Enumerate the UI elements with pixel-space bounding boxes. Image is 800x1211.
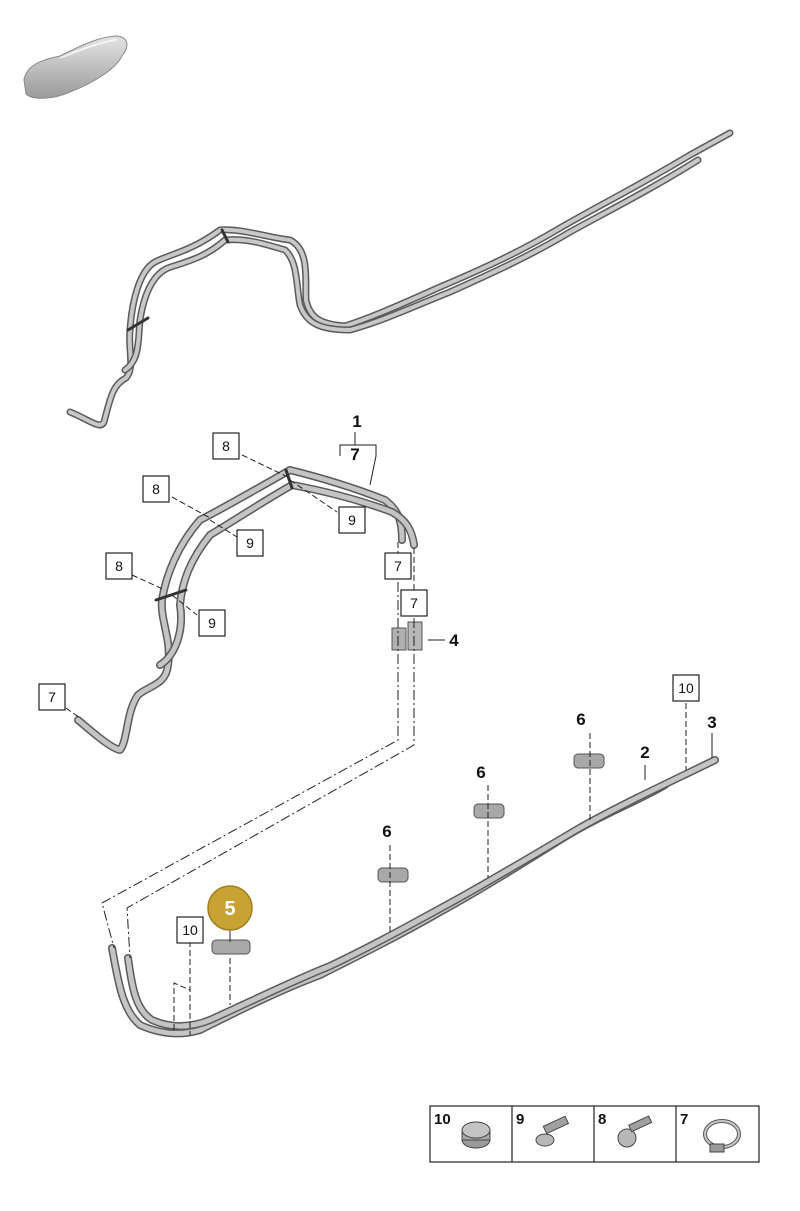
svg-text:8: 8 bbox=[598, 1111, 606, 1128]
callout-box-8-a: 8 bbox=[222, 438, 230, 454]
callout-box-9-a: 9 bbox=[348, 512, 356, 528]
car-silhouette-icon bbox=[23, 35, 128, 99]
callout-2: 2 bbox=[640, 743, 649, 762]
callout-6-a: 6 bbox=[382, 822, 391, 841]
callout-6-c: 6 bbox=[576, 710, 585, 729]
callout-box-9-c: 9 bbox=[208, 615, 216, 631]
callout-box-7-c: 7 bbox=[48, 689, 56, 705]
callout-boxes bbox=[38, 432, 700, 944]
legend-cell-8: 8 bbox=[598, 1111, 653, 1148]
svg-text:10: 10 bbox=[434, 1111, 451, 1128]
callout-3: 3 bbox=[707, 713, 716, 732]
callout-box-10-b: 10 bbox=[182, 922, 198, 938]
callout-5: 5 bbox=[224, 898, 235, 920]
leader-lines bbox=[65, 432, 713, 1035]
bracket-icon bbox=[391, 621, 423, 651]
callout-1: 1 bbox=[352, 412, 361, 431]
grommet-icon bbox=[461, 1121, 491, 1149]
hose-clamp-icon bbox=[703, 1119, 741, 1153]
callout-box-8-b: 8 bbox=[152, 481, 160, 497]
pipe-holder-icon bbox=[211, 753, 605, 955]
parts-legend: 10 9 8 7 bbox=[429, 1105, 760, 1163]
legend-cell-7: 7 bbox=[680, 1111, 741, 1153]
legend-cell-10: 10 bbox=[434, 1111, 491, 1149]
callout-box-7-b: 7 bbox=[410, 595, 418, 611]
highlighted-callout-circle bbox=[207, 885, 253, 931]
callout-box-9-b: 9 bbox=[246, 535, 254, 551]
callout-4: 4 bbox=[449, 631, 459, 650]
svg-text:9: 9 bbox=[516, 1111, 524, 1128]
callout-1-sub: 7 bbox=[350, 445, 359, 464]
lower-pipe-assembly bbox=[108, 756, 719, 1038]
callout-6-b: 6 bbox=[476, 763, 485, 782]
svg-text:7: 7 bbox=[680, 1111, 688, 1128]
torx-screw-icon bbox=[535, 1115, 570, 1147]
callout-box-7-a: 7 bbox=[394, 558, 402, 574]
legend-cell-9: 9 bbox=[516, 1111, 570, 1147]
callout-box-8-c: 8 bbox=[115, 558, 123, 574]
top-pipe-assembly bbox=[66, 129, 734, 429]
bolt-icon bbox=[617, 1115, 653, 1148]
middle-pipe-assembly bbox=[74, 466, 418, 754]
callout-box-10-a: 10 bbox=[678, 680, 694, 696]
